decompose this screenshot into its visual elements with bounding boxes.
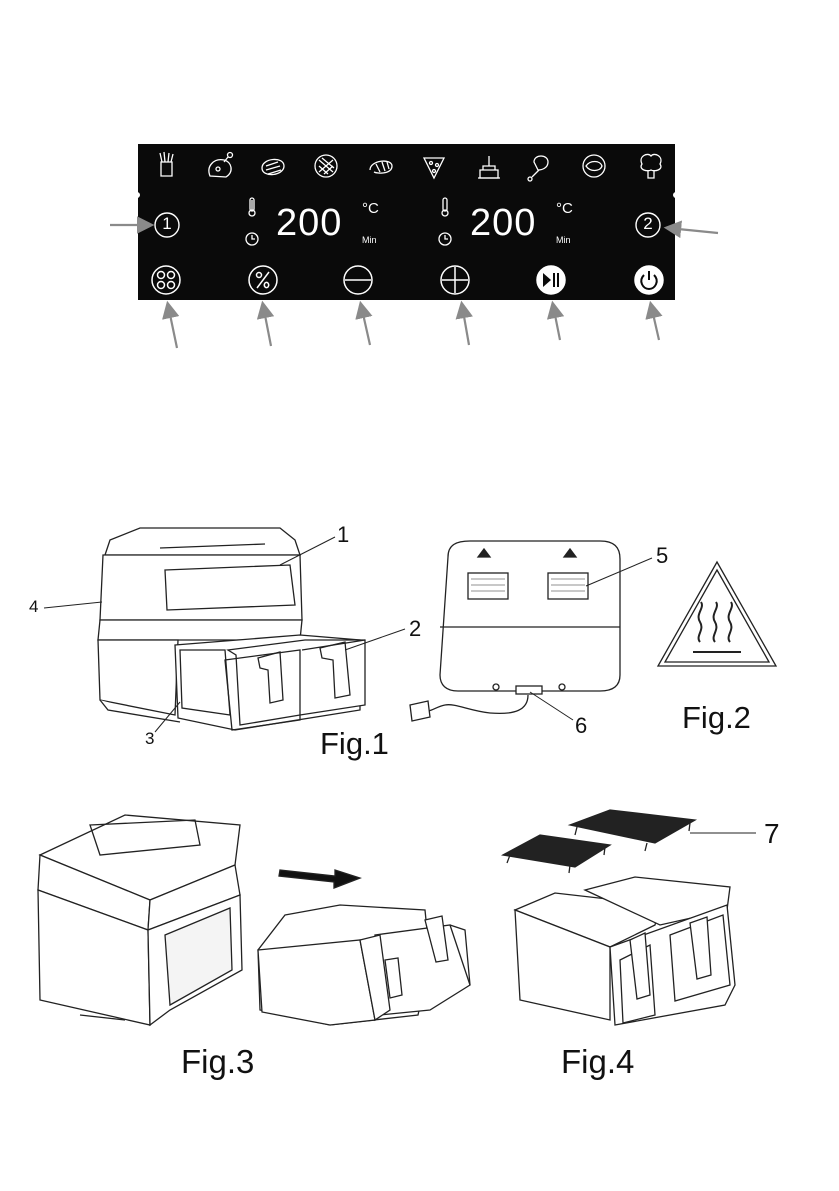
fig1-caption: Fig.1 bbox=[320, 726, 389, 762]
racks-and-baskets-illustration bbox=[495, 805, 785, 1040]
callout-1: 1 bbox=[337, 522, 349, 548]
fig2-caption: Fig.2 bbox=[682, 700, 751, 736]
callout-3: 3 bbox=[145, 729, 154, 749]
fig4-callout-line bbox=[690, 828, 760, 838]
hot-surface-warning-icon bbox=[655, 560, 780, 670]
callout-7: 7 bbox=[764, 818, 780, 850]
baskets-removed-illustration bbox=[30, 810, 480, 1040]
callout-2: 2 bbox=[409, 616, 421, 642]
panel-callout-arrows bbox=[0, 0, 839, 360]
callout-4: 4 bbox=[29, 597, 38, 617]
callout-6: 6 bbox=[575, 713, 587, 739]
fig3-caption: Fig.3 bbox=[181, 1043, 254, 1081]
fig4-caption: Fig.4 bbox=[561, 1043, 634, 1081]
